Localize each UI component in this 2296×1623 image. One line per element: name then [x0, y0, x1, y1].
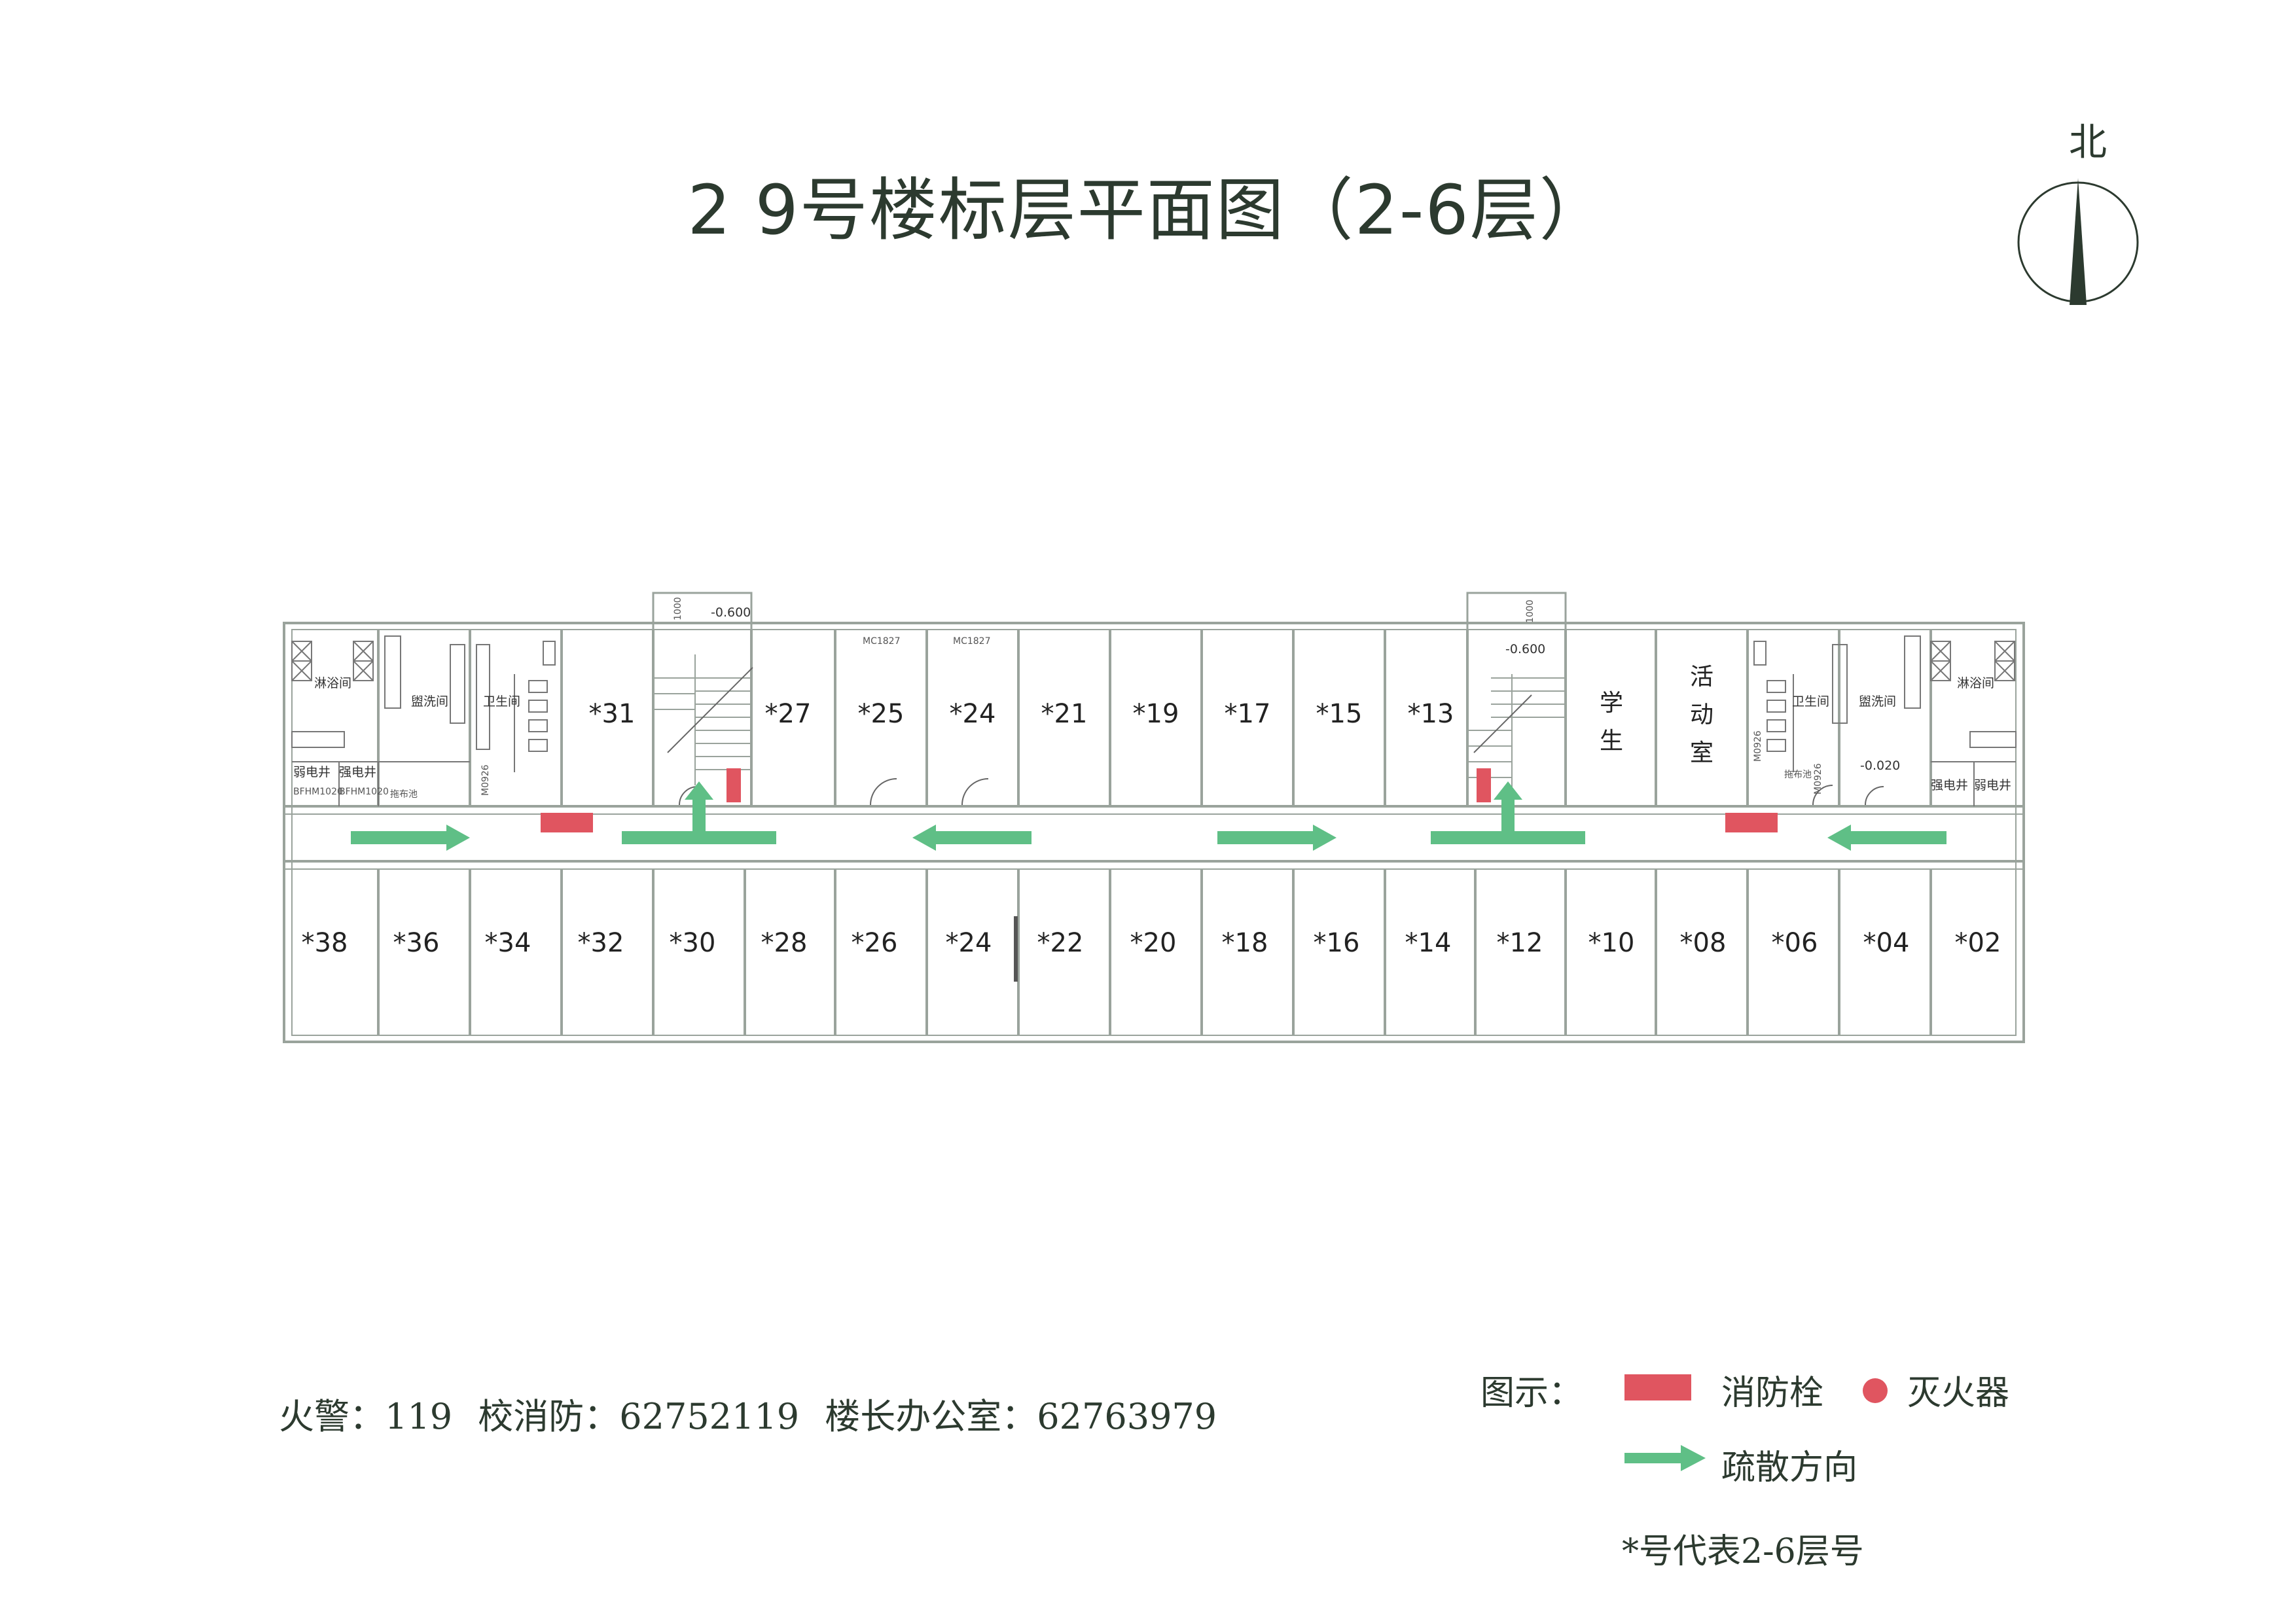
fire-hydrants	[541, 768, 1778, 832]
room-26: *26	[852, 928, 898, 958]
room-32: *32	[578, 928, 624, 958]
arrow-right-2	[1217, 825, 1336, 851]
room-16: *16	[1314, 928, 1360, 958]
room-24-bottom: *24	[946, 928, 992, 958]
room-14: *14	[1405, 928, 1452, 958]
legend-footnote: *号代表2-6层号	[1622, 1532, 1864, 1571]
room-27: *27	[765, 699, 812, 729]
emergency-contacts: 火警：119 校消防：62752119 楼长办公室：62763979	[279, 1387, 1231, 1439]
room-34: *34	[485, 928, 531, 958]
door-m-right-2: M0926	[1813, 763, 1823, 794]
level-right: -0.600	[1505, 642, 1545, 656]
hydrant-corridor-left	[541, 813, 593, 832]
special-room-labels: 学 生 活 动 室	[1600, 664, 1713, 766]
room-25: *25	[858, 699, 905, 729]
room-06: *06	[1772, 928, 1818, 958]
activity-label-2: 动	[1690, 702, 1713, 728]
room-36: *36	[393, 928, 440, 958]
left-service-fixtures	[291, 635, 556, 806]
room-02: *02	[1955, 928, 2001, 958]
room-31: *31	[589, 699, 636, 729]
right-service-fixtures	[1753, 635, 2017, 806]
room-24-top: *24	[950, 699, 996, 729]
room-18: *18	[1222, 928, 1268, 958]
bottom-partitions	[377, 869, 1932, 1035]
door-mc-2: MC1827	[953, 636, 990, 647]
room-labels-bottom: *38 *36 *34 *32 *30 *28 *26 *24 *22 *20 …	[302, 928, 2001, 958]
north-label: 北	[2068, 120, 2107, 164]
room-13: *13	[1408, 699, 1454, 729]
evacuation-arrows	[351, 781, 1946, 851]
legend-extinguisher-icon	[1863, 1378, 1888, 1403]
stairs-left	[653, 654, 753, 785]
legend-hydrant-swatch	[1624, 1374, 1691, 1400]
door-m-left: M0926	[480, 764, 491, 796]
contact-office: 楼长办公室：62763979	[825, 1396, 1217, 1437]
door-mc-1: MC1827	[863, 636, 900, 647]
room-04: *04	[1863, 928, 1910, 958]
elev-right: 1000	[1525, 599, 1535, 623]
legend-evacuation-label: 疏散方向	[1721, 1448, 1858, 1488]
level-right-2: -0.020	[1860, 758, 1900, 773]
arrow-right-1	[351, 825, 470, 851]
small-annotations: 淋浴间 盥洗间 卫生间 弱电井 强电井 BFHM1020 BFHM1020 拖布…	[293, 597, 2011, 800]
shaft-right-2: 弱电井	[1974, 778, 2011, 793]
shaft-left-1: 弱电井	[293, 765, 331, 779]
room-38: *38	[302, 928, 348, 958]
arrow-left-1	[912, 825, 1031, 851]
arrow-up-left-stair	[622, 781, 776, 844]
legend-title: 图示：	[1480, 1374, 1583, 1413]
contact-fire: 火警：119	[279, 1396, 453, 1437]
room-15: *15	[1316, 699, 1363, 729]
hydrant-corridor-right	[1725, 813, 1778, 832]
room-28: *28	[761, 928, 808, 958]
cleaning-left: 拖布池	[390, 789, 418, 800]
hydrant-stair-right	[1477, 768, 1491, 802]
student-label-1: 学	[1600, 690, 1623, 717]
legend-extinguisher-label: 灭火器	[1907, 1374, 2010, 1413]
room-21: *21	[1041, 699, 1088, 729]
washroom-right-label: 盥洗间	[1859, 694, 1896, 709]
arrow-left-2	[1827, 825, 1946, 851]
cleaning-right: 拖布池	[1784, 770, 1812, 780]
contact-campus: 校消防：62752119	[478, 1396, 800, 1437]
room-22: *22	[1037, 928, 1084, 958]
room-12: *12	[1497, 928, 1543, 958]
student-label-2: 生	[1600, 728, 1623, 755]
activity-label-1: 活	[1690, 664, 1713, 690]
north-compass-icon	[2017, 178, 2139, 305]
washroom-left-label: 盥洗间	[411, 694, 448, 709]
room-17: *17	[1225, 699, 1271, 729]
shower-right-label: 淋浴间	[1957, 676, 1994, 690]
hydrant-stair-left	[726, 768, 741, 802]
shaft-left-2: 强电井	[339, 765, 376, 779]
room-10: *10	[1588, 928, 1635, 958]
toilet-left-label: 卫生间	[483, 694, 520, 709]
stairs-right	[1467, 674, 1566, 792]
door-m-right: M0926	[1753, 730, 1763, 762]
door-left-2: BFHM1020	[339, 787, 389, 797]
activity-label-3: 室	[1690, 740, 1713, 766]
elev-left: 1000	[673, 597, 683, 620]
shower-left-label: 淋浴间	[314, 676, 351, 690]
room-08: *08	[1680, 928, 1727, 958]
room-19: *19	[1133, 699, 1179, 729]
door-swings	[679, 778, 1884, 806]
toilet-right-label: 卫生间	[1792, 694, 1829, 709]
legend-hydrant-label: 消防栓	[1721, 1374, 1824, 1413]
room-30: *30	[670, 928, 716, 958]
legend-arrow-icon	[1624, 1445, 1706, 1471]
arrow-up-right-stair	[1431, 781, 1585, 844]
level-left: -0.600	[711, 605, 751, 620]
shaft-right-1: 强电井	[1931, 778, 1968, 793]
room-20: *20	[1130, 928, 1177, 958]
page-title: 2 9号楼标层平面图（2-6层）	[687, 170, 1609, 250]
room-labels-top: *31 *27 *25 *24 *21 *19 *17 *15 *13	[589, 699, 1454, 729]
door-left-1: BFHM1020	[293, 787, 343, 797]
